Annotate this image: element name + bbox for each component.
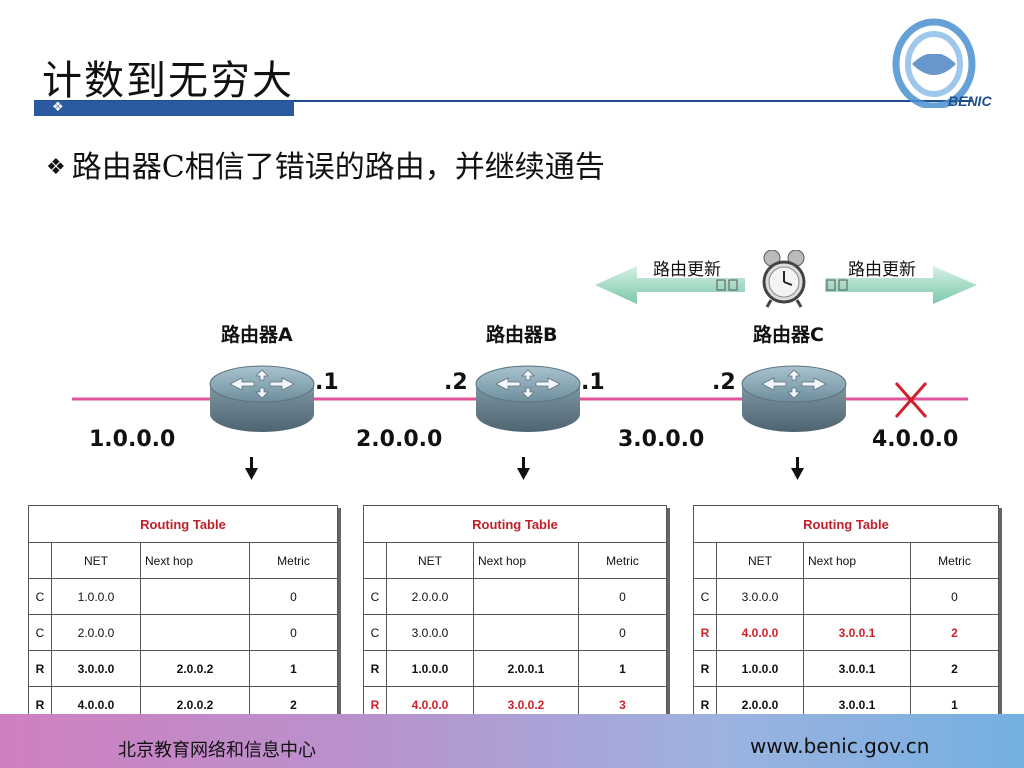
table-header: NET <box>51 542 141 579</box>
left-arrow-icon <box>595 266 745 304</box>
table-header: Metric <box>578 542 667 579</box>
routing-table-title: Routing Table <box>28 505 338 543</box>
table-header <box>693 542 717 579</box>
table-header <box>363 542 387 579</box>
down-arrow-icons <box>245 457 804 480</box>
table-header: NET <box>386 542 474 579</box>
network-label-3: 3.0.0.0 <box>618 427 705 452</box>
router-a-icon <box>209 365 315 433</box>
table-header: Next hop <box>803 542 911 579</box>
router-b-label: 路由器B <box>486 324 558 346</box>
routing-update-label-left: 路由更新 <box>653 260 721 280</box>
network-label-2: 2.0.0.0 <box>356 427 443 452</box>
footer-organization: 北京教育网络和信息中心 <box>118 740 316 761</box>
footer-band <box>0 714 1024 768</box>
right-arrow-icon <box>825 266 977 304</box>
logo-text: BENIC <box>948 93 992 109</box>
port-label-a1: .1 <box>315 370 339 395</box>
link-failure-icon <box>894 382 928 418</box>
alarm-clock-icon <box>762 250 806 308</box>
diamond-bullet-icon: ❖ <box>46 155 66 180</box>
footer-website: www.benic.gov.cn <box>750 734 930 758</box>
title-accent-bar <box>34 101 294 116</box>
bullet-point: ❖路由器C相信了错误的路由，并继续通告 <box>46 142 605 186</box>
port-label-c2: .2 <box>712 370 736 395</box>
router-a-label: 路由器A <box>221 324 293 346</box>
page-title: 计数到无穷大 <box>42 58 294 104</box>
port-label-b2: .2 <box>444 370 468 395</box>
network-label-4: 4.0.0.0 <box>872 427 959 452</box>
router-c-icon <box>741 365 847 433</box>
table-header: NET <box>716 542 804 579</box>
routing-table-title: Routing Table <box>693 505 999 543</box>
routing-update-label-right: 路由更新 <box>848 260 916 280</box>
router-c-label: 路由器C <box>753 324 824 346</box>
benic-logo <box>892 18 976 108</box>
port-label-b1: .1 <box>581 370 605 395</box>
table-header <box>28 542 52 579</box>
title-bar-diamond-icon: ❖ <box>52 100 64 115</box>
title-underline <box>34 100 972 102</box>
table-header: Next hop <box>140 542 250 579</box>
routing-update-graphic <box>595 250 977 308</box>
routing-table-title: Routing Table <box>363 505 667 543</box>
table-header: Next hop <box>473 542 579 579</box>
network-label-1: 1.0.0.0 <box>89 427 176 452</box>
table-header: Metric <box>910 542 999 579</box>
bullet-text: 路由器C相信了错误的路由，并继续通告 <box>71 150 605 185</box>
router-b-icon <box>475 365 581 433</box>
network-topology <box>72 365 968 480</box>
table-header: Metric <box>249 542 338 579</box>
